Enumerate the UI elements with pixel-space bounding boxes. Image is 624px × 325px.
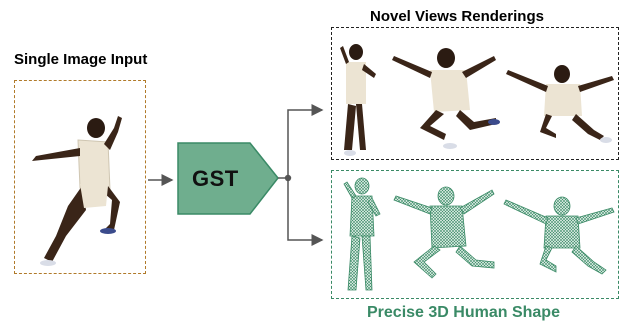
gst-block xyxy=(177,142,279,215)
input-title: Single Image Input xyxy=(14,51,148,68)
views-title: Novel Views Renderings xyxy=(370,8,544,25)
novel-view-figure-3 xyxy=(506,65,614,143)
shape-title: Precise 3D Human Shape xyxy=(367,304,560,321)
gst-label: GST xyxy=(192,166,239,191)
mesh-figure-1 xyxy=(343,177,381,291)
mesh-figure-3 xyxy=(503,196,615,275)
novel-view-figure-1 xyxy=(340,44,376,156)
mesh-figure-2 xyxy=(393,186,495,279)
input-person-figure xyxy=(32,116,122,266)
novel-view-figure-2 xyxy=(392,48,500,149)
